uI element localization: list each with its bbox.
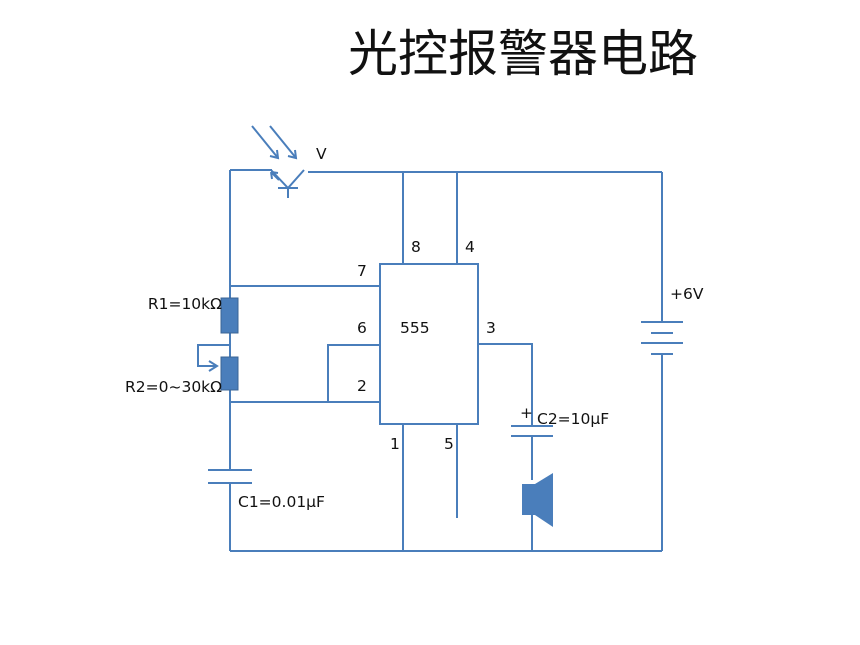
pin-2-label: 2	[357, 377, 367, 395]
potentiometer-wiper-icon	[197, 344, 230, 372]
pin-6-label: 6	[357, 319, 367, 337]
resistor-r2	[220, 356, 239, 391]
capacitor-c1	[208, 469, 252, 484]
pin-4-label: 4	[465, 238, 475, 256]
c2-label: C2=10μF	[537, 410, 609, 428]
battery-label: +6V	[670, 285, 704, 303]
phototransistor-label: V	[316, 145, 327, 163]
pin-3-label: 3	[486, 319, 496, 337]
speaker-icon	[522, 473, 553, 527]
capacitor-c2	[511, 425, 553, 437]
ic-555	[379, 263, 479, 425]
c1-label: C1=0.01μF	[238, 493, 325, 511]
diagram-title: 光控报警器电路	[348, 25, 698, 83]
r1-label: R1=10kΩ	[148, 295, 222, 313]
resistor-r1	[220, 297, 239, 334]
c2-polarity-label: +	[520, 404, 533, 422]
pin-8-label: 8	[411, 238, 421, 256]
battery-icon	[641, 321, 683, 355]
pin-1-label: 1	[390, 435, 400, 453]
phototransistor	[270, 169, 305, 198]
ic-label: 555	[400, 319, 430, 337]
wires	[229, 169, 663, 552]
light-arrows-icon	[251, 125, 298, 160]
r2-label: R2=0~30kΩ	[125, 378, 222, 396]
pin-7-label: 7	[357, 262, 367, 280]
pin-5-label: 5	[444, 435, 454, 453]
